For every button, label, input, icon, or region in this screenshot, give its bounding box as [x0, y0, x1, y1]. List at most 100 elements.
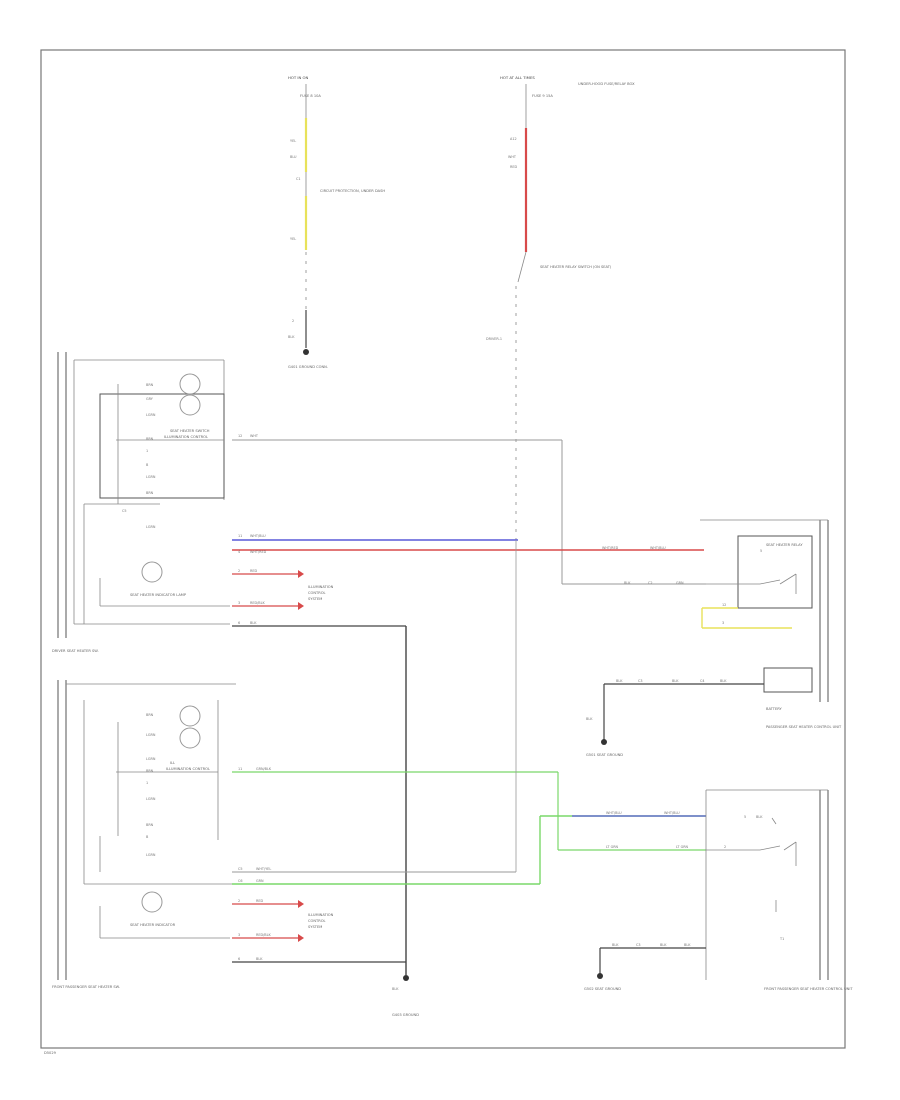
fuse-left-name: FUSE 8 10A	[300, 94, 321, 98]
svg-text:C3: C3	[636, 943, 641, 947]
svg-text:BLK: BLK	[392, 987, 399, 991]
svg-text:BRN: BRN	[146, 823, 154, 827]
pass-heater-label: ILL	[170, 761, 175, 765]
svg-text:RED: RED	[250, 569, 257, 573]
svg-text:LGRN: LGRN	[146, 413, 156, 417]
ground-mid-label: G501 SEAT GROUND	[586, 753, 623, 757]
driver-lamp-label: SEAT HEATER INDICATOR LAMP	[130, 593, 187, 597]
svg-text:WHT/RED: WHT/RED	[250, 550, 267, 554]
ground-right-label: G502 SEAT GROUND	[584, 987, 621, 991]
svg-text:BLK: BLK	[586, 717, 593, 721]
svg-text:5: 5	[744, 815, 746, 819]
svg-text:WHT/RED: WHT/RED	[602, 546, 619, 550]
pass-seat-caption: FRONT PASSENGER SEAT HEATER SW.	[52, 985, 120, 989]
svg-text:BLK: BLK	[288, 335, 295, 339]
fuse-left-note: CIRCUIT PROTECTION, UNDER DASH	[320, 189, 385, 193]
svg-text:12: 12	[722, 603, 726, 607]
svg-text:ILLUMINATION: ILLUMINATION	[308, 913, 334, 917]
passenger-wires: 11 GRN/BLK C5 WHT/YEL C6 GRN WHT/BLU WHT…	[232, 540, 706, 1017]
connector-arrow	[298, 570, 304, 578]
pass-unit-desc: FRONT PASSENGER SEAT HEATER CONTROL UNIT	[764, 987, 853, 991]
svg-text:RED: RED	[510, 165, 517, 169]
ground-symbol	[303, 349, 309, 355]
svg-text:BRN: BRN	[146, 713, 154, 717]
svg-text:6: 6	[238, 621, 240, 625]
svg-text:C6: C6	[238, 879, 243, 883]
svg-text:6: 6	[238, 957, 240, 961]
svg-text:ILLUMINATION: ILLUMINATION	[308, 585, 334, 589]
fuse-right-name: FUSE 9 15A	[532, 94, 553, 98]
pass-lamp-label: SEAT HEATER INDICATOR	[130, 923, 176, 927]
passenger-seat-block: BRN LGRN LGRN BRN 1 LGRN BRN B LGRN ILL …	[52, 680, 236, 989]
fuse-right-note: UNDER-HOOD FUSE/RELAY BOX	[578, 82, 635, 86]
svg-text:BLK: BLK	[672, 679, 679, 683]
driver-seat-block: BRN GRY LGRN BRN 1 B LGRN BRN SEAT HEATE…	[52, 352, 230, 653]
svg-text:LGRN: LGRN	[146, 733, 156, 737]
fuse-left-title: HOT IN ON	[288, 75, 309, 80]
svg-text:LGRN: LGRN	[146, 525, 156, 529]
bulb-symbol	[179, 373, 201, 395]
driver-heater-label: SEAT HEATER SWITCH	[170, 429, 210, 433]
svg-text:BLK: BLK	[250, 621, 257, 625]
fuse-right-title: HOT AT ALL TIMES	[500, 75, 535, 80]
svg-text:CONTROL: CONTROL	[308, 919, 326, 923]
svg-text:BLK: BLK	[256, 957, 263, 961]
svg-text:C1: C1	[296, 177, 301, 181]
svg-text:LGRN: LGRN	[146, 797, 156, 801]
svg-text:LGRN: LGRN	[146, 757, 156, 761]
svg-text:C4: C4	[700, 679, 705, 683]
svg-text:B: B	[146, 835, 149, 839]
svg-text:WHT: WHT	[250, 434, 259, 438]
svg-text:BLK: BLK	[756, 815, 763, 819]
svg-text:WHT/BLU: WHT/BLU	[606, 811, 622, 815]
svg-text:WHT/YEL: WHT/YEL	[256, 867, 271, 871]
svg-text:T1: T1	[779, 937, 784, 941]
right-relay-desc: PASSENGER SEAT HEATER CONTROL UNIT	[766, 725, 842, 729]
svg-text:BLK: BLK	[616, 679, 623, 683]
svg-text:5: 5	[760, 549, 762, 553]
svg-text:BLK: BLK	[684, 943, 691, 947]
svg-text:A12: A12	[510, 137, 517, 141]
svg-text:YEL: YEL	[290, 139, 296, 143]
svg-text:BRN: BRN	[146, 437, 154, 441]
svg-text:WHT/BLU: WHT/BLU	[650, 546, 666, 550]
passenger-unit-group: 5 BLK 2 T1 BLK C3 BLK BLK G502 SEAT GROU…	[584, 789, 853, 991]
footer-code: D5029	[44, 1051, 57, 1055]
battery-label: BATTERY	[766, 707, 783, 711]
switch-pin: DRIVER-1	[486, 337, 502, 341]
svg-text:C3: C3	[638, 679, 643, 683]
svg-text:LGRN: LGRN	[146, 853, 156, 857]
svg-text:12: 12	[238, 434, 242, 438]
svg-text:11: 11	[238, 534, 242, 538]
svg-text:GRN: GRN	[256, 879, 264, 883]
svg-text:WHT/BLU: WHT/BLU	[250, 534, 266, 538]
svg-text:LGRN: LGRN	[146, 475, 156, 479]
right-relay-group: SEAT HEATER RELAY 5 12 3 BLK C2 GRN BATT…	[586, 519, 842, 757]
svg-text:C5: C5	[238, 867, 243, 871]
svg-text:BLK: BLK	[612, 943, 619, 947]
svg-text:WHT: WHT	[508, 155, 517, 159]
right-relay-label: SEAT HEATER RELAY	[766, 543, 803, 547]
svg-text:WHT/BLU: WHT/BLU	[664, 811, 680, 815]
svg-text:YEL: YEL	[290, 237, 296, 241]
svg-text:RED/BLK: RED/BLK	[256, 933, 271, 937]
svg-text:BRN: BRN	[146, 769, 154, 773]
svg-text:CONTROL: CONTROL	[308, 591, 326, 595]
svg-text:C5: C5	[122, 509, 127, 513]
svg-text:SYSTEM: SYSTEM	[308, 597, 322, 601]
svg-text:2: 2	[292, 319, 294, 323]
svg-text:BLK: BLK	[720, 679, 727, 683]
svg-text:2: 2	[238, 899, 240, 903]
illum-1-label: ILLUMINATION CONTROL	[164, 435, 208, 439]
svg-text:BLK: BLK	[624, 581, 631, 585]
driver-seat-caption: DRIVER SEAT HEATER SW.	[52, 649, 99, 653]
svg-text:BRN: BRN	[146, 383, 154, 387]
fuse-left-group: HOT IN ON FUSE 8 10A YEL BLU C1 YEL CIRC…	[288, 75, 385, 369]
svg-text:BLU: BLU	[290, 155, 297, 159]
svg-text:11: 11	[238, 767, 242, 771]
svg-text:GRN: GRN	[676, 581, 684, 585]
svg-text:LT GRN: LT GRN	[606, 845, 619, 849]
svg-text:GRY: GRY	[146, 397, 154, 401]
svg-text:C2: C2	[648, 581, 653, 585]
